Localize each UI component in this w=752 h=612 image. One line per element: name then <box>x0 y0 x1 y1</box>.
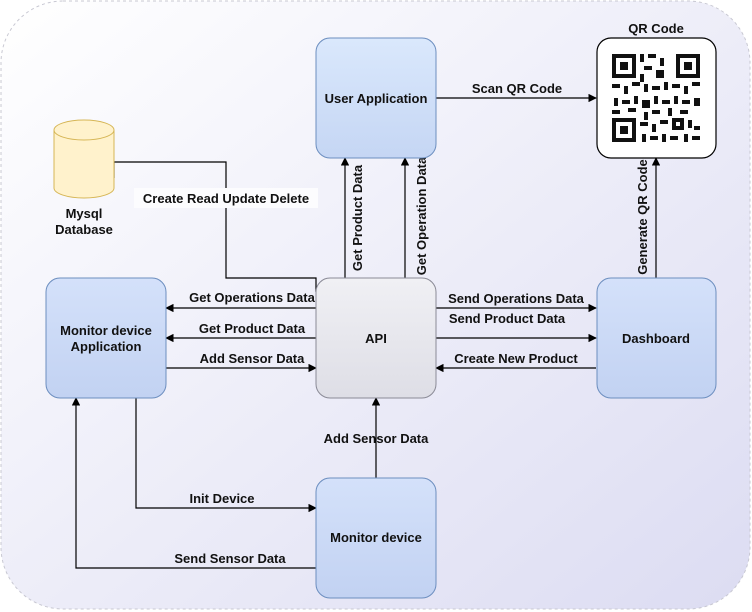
edge-label-add-sensor-left: Add Sensor Data <box>200 351 306 366</box>
edge-label-get-operation-vertical: Get Operation Data <box>414 156 429 275</box>
edge-label-scan-qr: Scan QR Code <box>472 81 562 96</box>
edge-label-get-operations-left: Get Operations Data <box>189 290 315 305</box>
qr-code-icon <box>612 54 700 142</box>
edge-label-get-product-vertical: Get Product Data <box>350 164 365 271</box>
svg-text:Application: Application <box>71 339 142 354</box>
edge-init-device <box>135 398 317 513</box>
node-dashboard: Dashboard <box>596 277 717 399</box>
edge-send-sensor <box>71 397 316 569</box>
edge-label-bg <box>134 188 318 208</box>
edge-label-crud: Create Read Update Delete <box>143 191 309 206</box>
edge-label-send-operations-right: Send Operations Data <box>448 291 585 306</box>
edge-label-create-new-product: Create New Product <box>454 351 578 366</box>
edge-label-get-product-left: Get Product Data <box>199 321 306 336</box>
node-user-application: User Application <box>315 37 437 159</box>
node-qr-code: QR Code <box>596 21 717 159</box>
svg-text:Monitor device: Monitor device <box>330 530 422 545</box>
svg-text:API: API <box>365 331 387 346</box>
edge-label-init-device: Init Device <box>189 491 254 506</box>
svg-text:Monitor device: Monitor device <box>60 323 152 338</box>
svg-text:Dashboard: Dashboard <box>622 331 690 346</box>
edge-label-send-product-right: Send Product Data <box>449 311 566 326</box>
edge-label-send-sensor: Send Sensor Data <box>174 551 286 566</box>
edge-label-add-sensor-bottom: Add Sensor Data <box>324 431 430 446</box>
node-mysql-database: Mysql Database <box>53 119 115 237</box>
qr-code-title: QR Code <box>628 21 684 36</box>
node-api: API <box>315 277 437 399</box>
node-monitor-device: Monitor device <box>315 477 437 599</box>
node-monitor-device-application: Monitor device Application <box>45 277 167 399</box>
database-icon <box>53 119 115 199</box>
svg-text:Database: Database <box>55 222 113 237</box>
svg-text:User Application: User Application <box>325 91 428 106</box>
svg-text:Mysql: Mysql <box>66 206 103 221</box>
edge-label-generate-qr: Generate QR Code <box>635 159 650 275</box>
